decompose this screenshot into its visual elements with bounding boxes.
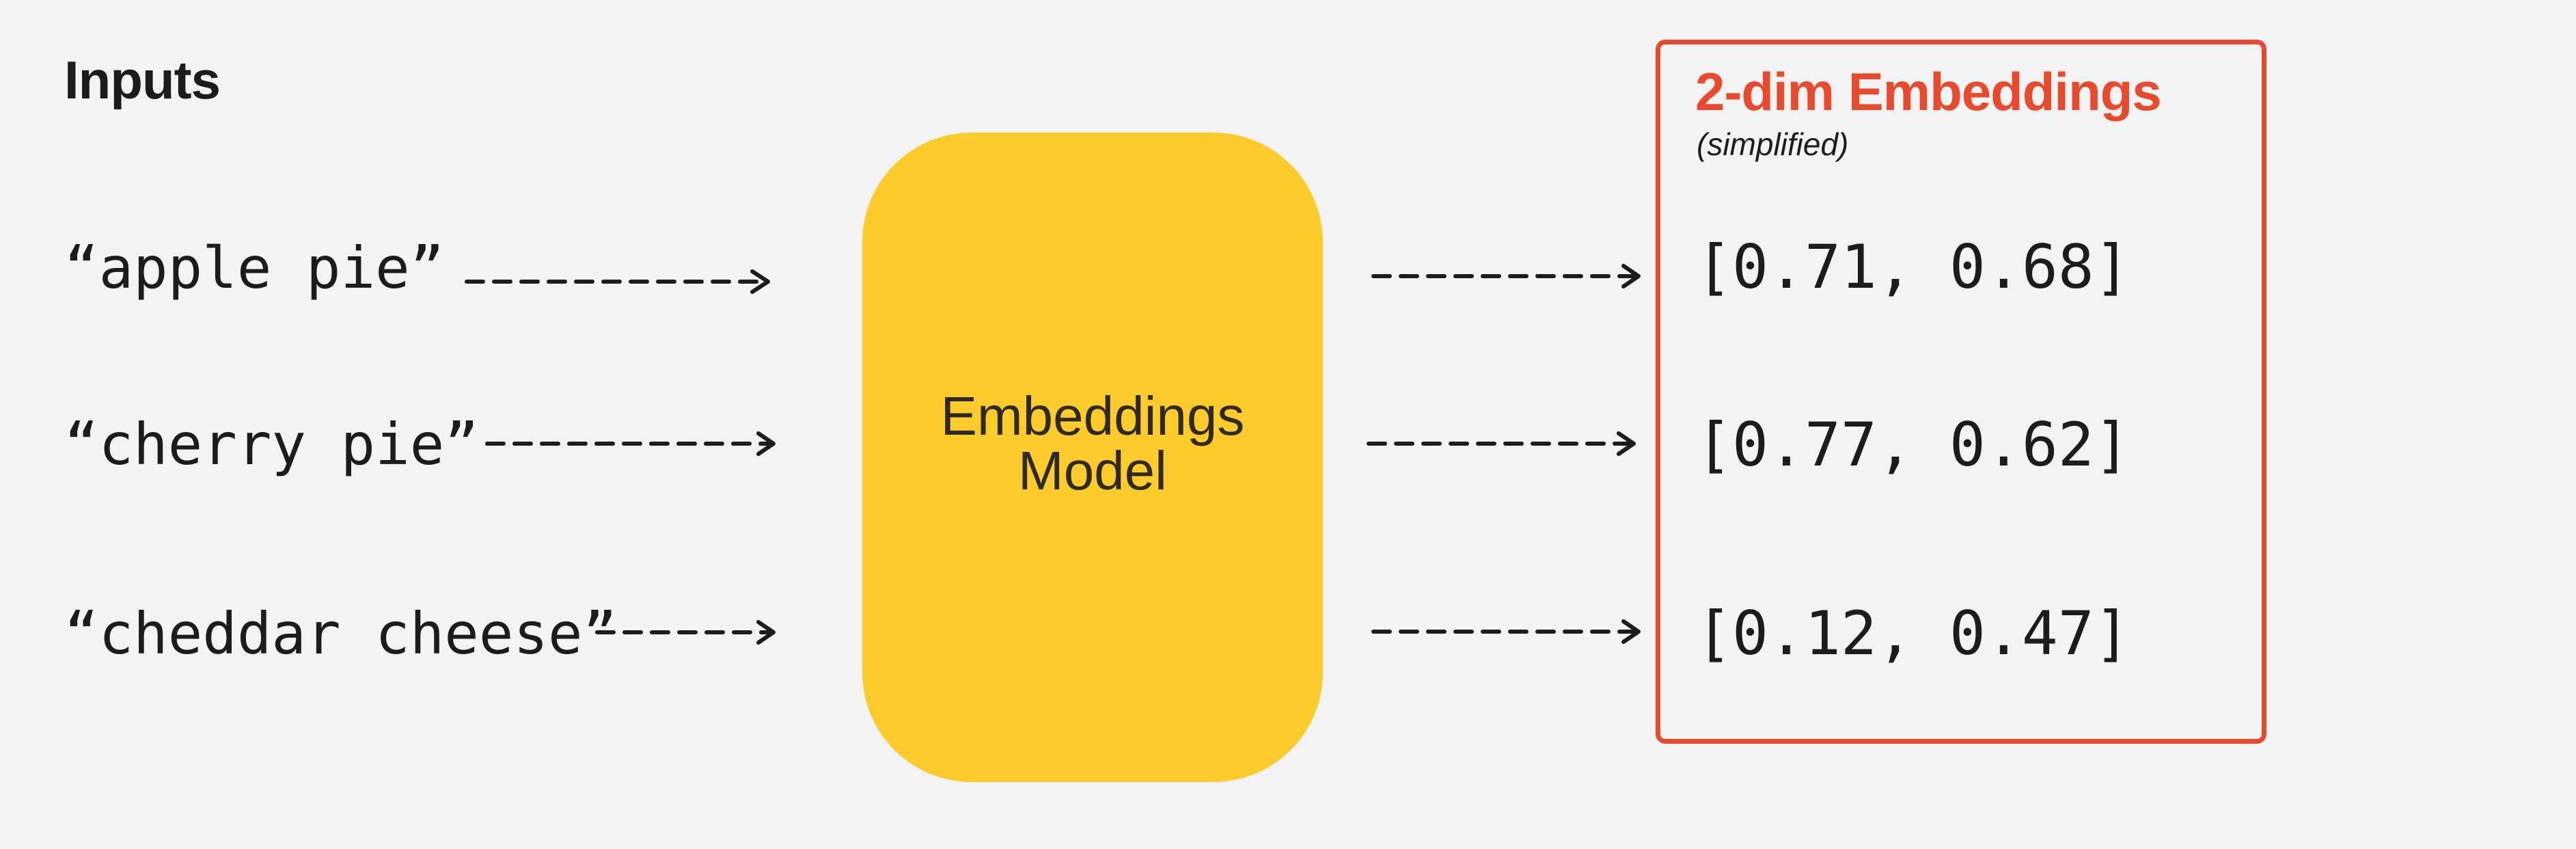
embeddings-model-box: Embeddings Model [862,133,1323,782]
arrow-output-3 [1371,619,1641,644]
inputs-title: Inputs [64,50,221,110]
embeddings-output-frame [1656,40,2266,744]
input-apple-pie: “apple pie” [64,234,445,301]
arrow-output-1 [1371,264,1641,288]
arrow-output-2 [1367,431,1636,456]
input-cherry-pie: “cherry pie” [64,411,479,478]
arrow-input-2 [485,431,776,456]
model-label-line1: Embeddings [940,386,1245,446]
output-title: 2-dim Embeddings [1695,62,2162,122]
embedding-vector-cheddar-cheese: [0.12, 0.47] [1696,598,2130,669]
arrow-input-3 [595,620,776,645]
input-cheddar-cheese: “cheddar cheese” [64,600,618,667]
embedding-vector-cherry-pie: [0.77, 0.62] [1696,409,2130,480]
arrow-input-1 [465,269,770,294]
embedding-vector-apple-pie: [0.71, 0.68] [1696,232,2130,302]
output-subtitle: (simplified) [1697,126,1849,162]
model-label-line2: Model [1018,440,1167,501]
